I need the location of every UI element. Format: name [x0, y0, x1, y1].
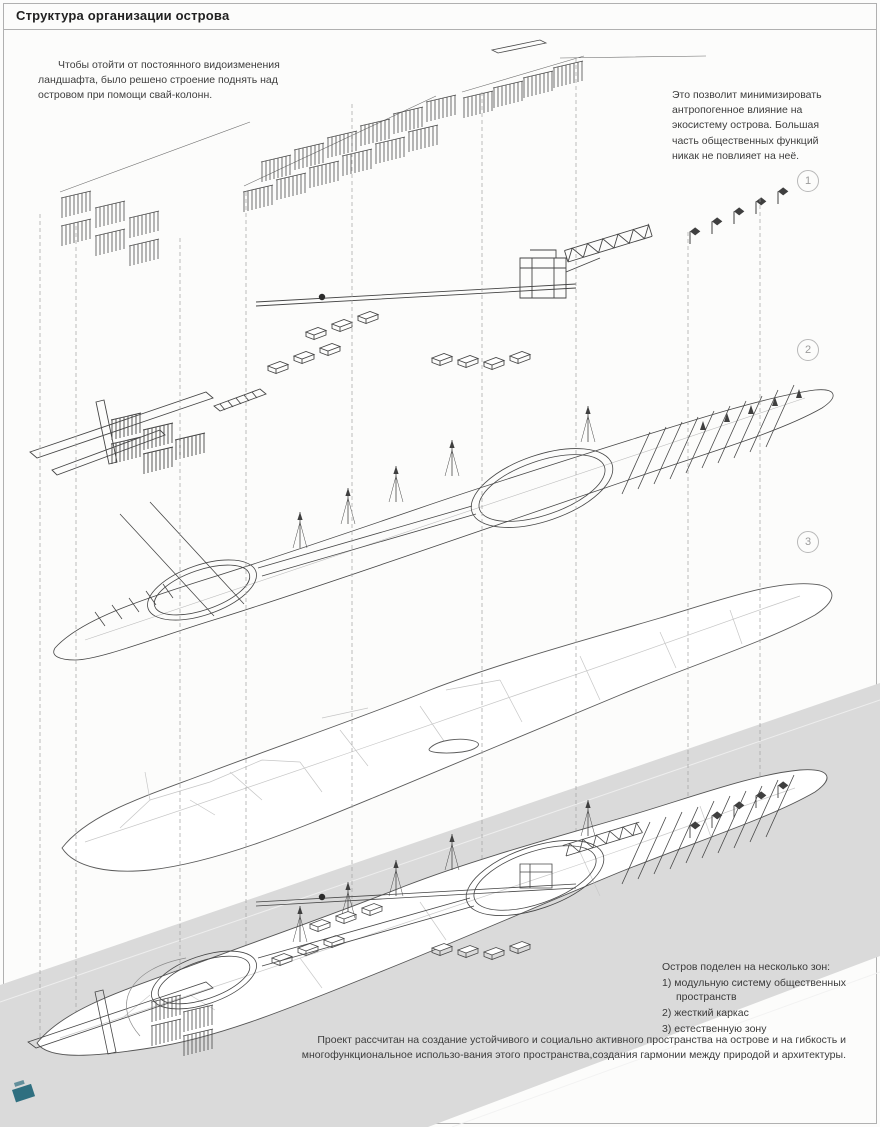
accent-mark [12, 1079, 36, 1103]
annotation-bottom: Проект рассчитан на создание устойчивого… [301, 1034, 846, 1062]
page-title: Структура организации острова [16, 8, 230, 23]
layer-island [61, 583, 833, 872]
layer-structure [53, 384, 834, 661]
annotation-top-left: Чтобы отойти от постоянного видоизменени… [38, 59, 280, 102]
step-marker-1-label: 1 [804, 175, 812, 187]
layer-pile-columns [59, 39, 707, 267]
step-marker-2-label: 2 [804, 344, 812, 356]
zones-block: Остров поделен на несколько зон: 1) моду… [662, 960, 852, 1036]
step-marker-1: 1 [797, 170, 819, 192]
title-divider [3, 29, 877, 30]
zone-item-3: 3) естественную зону [662, 1022, 767, 1035]
step-marker-3-label: 3 [804, 536, 812, 548]
projection-lines [39, 58, 761, 1050]
step-marker-2: 2 [797, 339, 819, 361]
layer-composite [27, 769, 828, 1057]
layer-buildings [29, 186, 789, 476]
zone-item-1: 1) модульную систему общественных простр… [662, 976, 847, 1004]
annotation-top-right: Это позволит минимизировать антропогенно… [672, 89, 822, 162]
zones-title: Остров поделен на несколько зон: [662, 961, 831, 973]
step-marker-3: 3 [797, 531, 819, 553]
zone-item-2: 2) жесткий каркас [662, 1007, 749, 1020]
